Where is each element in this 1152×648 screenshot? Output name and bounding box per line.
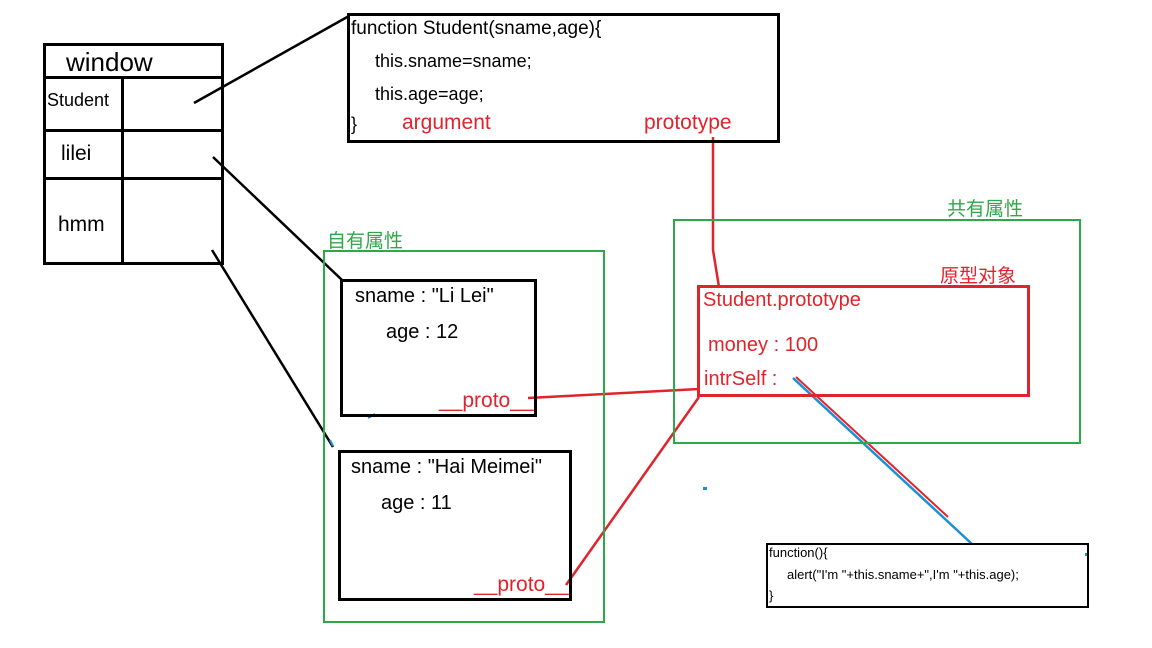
- lilei-age: age : 12: [386, 321, 459, 343]
- window-divider-1: [46, 76, 221, 79]
- prototype-label: prototype: [644, 111, 732, 134]
- window-table: window Student lilei hmm: [43, 43, 224, 265]
- window-divider-3: [46, 177, 221, 180]
- method-line-2: alert("I'm "+this.sname+",I'm "+this.age…: [787, 567, 1019, 582]
- prototype-object-box: Student.prototype money : 100 intrSelf :: [697, 285, 1030, 397]
- own-properties-group: [323, 250, 605, 623]
- argument-label: argument: [402, 111, 491, 134]
- window-title: window: [66, 47, 153, 77]
- window-column-divider: [121, 76, 124, 262]
- window-row-hmm: hmm: [58, 213, 105, 236]
- prototype-object-caption: 原型对象: [940, 266, 1017, 287]
- constructor-function-box: function Student(sname,age){ this.sname=…: [347, 13, 780, 143]
- prototype-object-title: Student.prototype: [703, 289, 861, 311]
- prototype-money: money : 100: [708, 334, 819, 356]
- method-line-1: function(){: [769, 545, 828, 560]
- constructor-line-1: function Student(sname,age){: [351, 18, 602, 39]
- own-properties-title: 自有属性: [327, 231, 404, 252]
- intrself-method-box: function(){ alert("I'm "+this.sname+",I'…: [766, 543, 1089, 608]
- lilei-proto: __proto__: [439, 389, 534, 412]
- shared-properties-group: [673, 219, 1081, 444]
- constructor-line-2: this.sname=sname;: [375, 51, 532, 71]
- hmm-sname: sname : "Hai Meimei": [351, 456, 542, 478]
- prototype-intrself: intrSelf :: [704, 368, 778, 390]
- lilei-instance-box: sname : "Li Lei" age : 12 __proto__: [340, 279, 537, 417]
- lilei-sname: sname : "Li Lei": [355, 285, 494, 307]
- window-row-lilei: lilei: [61, 142, 92, 165]
- hmm-instance-box: sname : "Hai Meimei" age : 11 __proto__: [338, 450, 572, 601]
- window-divider-2: [46, 129, 221, 132]
- method-line-3: }: [769, 588, 774, 603]
- window-row-student: Student: [47, 90, 110, 110]
- shared-properties-title: 共有属性: [947, 199, 1024, 220]
- hmm-age: age : 11: [381, 492, 452, 514]
- hmm-proto: __proto__: [474, 573, 569, 596]
- hmm-to-instance-line: [210, 249, 335, 448]
- blue-dot-1: [703, 487, 707, 490]
- constructor-line-4: }: [351, 114, 358, 134]
- constructor-line-3: this.age=age;: [375, 84, 484, 104]
